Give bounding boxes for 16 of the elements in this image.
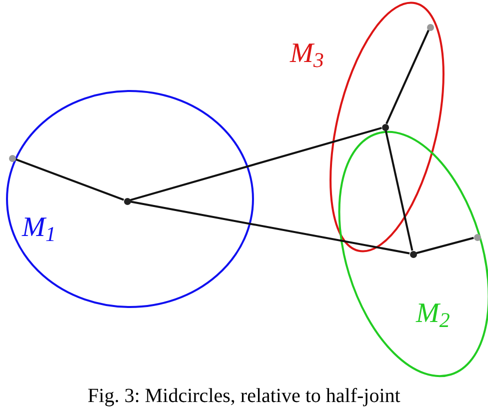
figure-caption: Fig. 3: Midcircles, relative to half-joint: [86, 386, 402, 406]
segment-line: [130, 127, 382, 201]
ellipse-label: M$_{2}$: [416, 300, 450, 328]
joint-point: [382, 124, 388, 130]
joint-point: [410, 250, 416, 258]
joint-point: [426, 24, 434, 30]
segment-line: [384, 130, 414, 251]
joint-point: [474, 234, 480, 240]
segment-line: [130, 200, 410, 254]
segment-line: [14, 158, 124, 201]
segment-line: [386, 30, 430, 124]
ellipse-label: M$_{3}$: [290, 40, 324, 68]
joint-point: [124, 198, 130, 204]
joint-point: [8, 154, 16, 162]
ellipse-label: M$_{1}$: [22, 214, 56, 242]
segment-line: [416, 236, 474, 254]
